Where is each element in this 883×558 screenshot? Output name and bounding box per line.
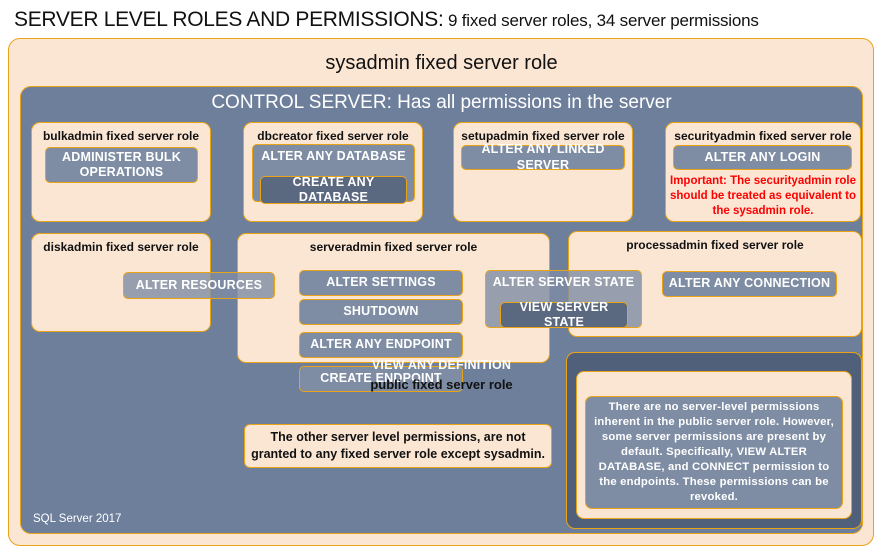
other-permissions-note: The other server level permissions, are … — [244, 424, 552, 468]
role-card-securityadmin: securityadmin fixed server role — [665, 122, 861, 222]
permission-chip-alter-any-database-label: ALTER ANY DATABASE — [261, 149, 406, 163]
public-role-description: There are no server-level permissions in… — [585, 396, 843, 509]
permission-chip-view-any-definition[interactable]: VIEW ANY DEFINITION — [371, 358, 512, 372]
permission-chip-create-any-database[interactable]: CREATE ANY DATABASE — [260, 175, 407, 204]
permission-chip-administer-bulk-operations[interactable]: ADMINISTER BULK OPERATIONS — [45, 147, 198, 183]
permission-chip-alter-resources[interactable]: ALTER RESOURCES — [123, 272, 275, 299]
permission-chip-alter-server-state-label: ALTER SERVER STATE — [492, 275, 635, 289]
role-label-bulkadmin: bulkadmin fixed server role — [42, 129, 200, 143]
permission-chip-create-endpoint[interactable]: CREATE ENDPOINT — [299, 366, 463, 392]
role-card-setupadmin: setupadmin fixed server role — [453, 122, 633, 222]
page-title-sub: 9 fixed server roles, 34 server permissi… — [447, 11, 759, 30]
role-label-serveradmin: serveradmin fixed server role — [309, 240, 478, 254]
role-label-processadmin: processadmin fixed server role — [626, 238, 804, 252]
role-label-public: public fixed server role — [370, 377, 513, 392]
role-label-dbcreator: dbcreator fixed server role — [257, 129, 409, 143]
permission-chip-view-server-state[interactable]: VIEW SERVER STATE — [500, 300, 628, 329]
permission-chip-shutdown[interactable]: SHUTDOWN — [299, 299, 463, 325]
role-label-securityadmin: securityadmin fixed server role — [674, 129, 852, 143]
permission-chip-alter-settings[interactable]: ALTER SETTINGS — [299, 270, 463, 296]
role-label-diskadmin: diskadmin fixed server role — [43, 240, 199, 254]
page-title-main: SERVER LEVEL ROLES AND PERMISSIONS: — [14, 8, 444, 31]
permission-chip-alter-any-connection[interactable]: ALTER ANY CONNECTION — [662, 271, 837, 297]
permission-chip-alter-any-endpoint[interactable]: ALTER ANY ENDPOINT — [299, 332, 463, 358]
control-server-label: CONTROL SERVER: Has all permissions in t… — [211, 92, 672, 113]
sql-server-version-label: SQL Server 2017 — [33, 513, 122, 525]
role-label-setupadmin: setupadmin fixed server role — [461, 129, 625, 143]
securityadmin-warning-note: Important: The securityadmin role should… — [670, 175, 856, 218]
page-title: SERVER LEVEL ROLES AND PERMISSIONS: 9 fi… — [14, 8, 874, 32]
permission-chip-alter-any-linked-server[interactable]: ALTER ANY LINKED SERVER — [461, 142, 625, 172]
sysadmin-role-label: sysadmin fixed server role — [325, 52, 558, 74]
permission-chip-alter-any-login[interactable]: ALTER ANY LOGIN — [673, 145, 852, 170]
